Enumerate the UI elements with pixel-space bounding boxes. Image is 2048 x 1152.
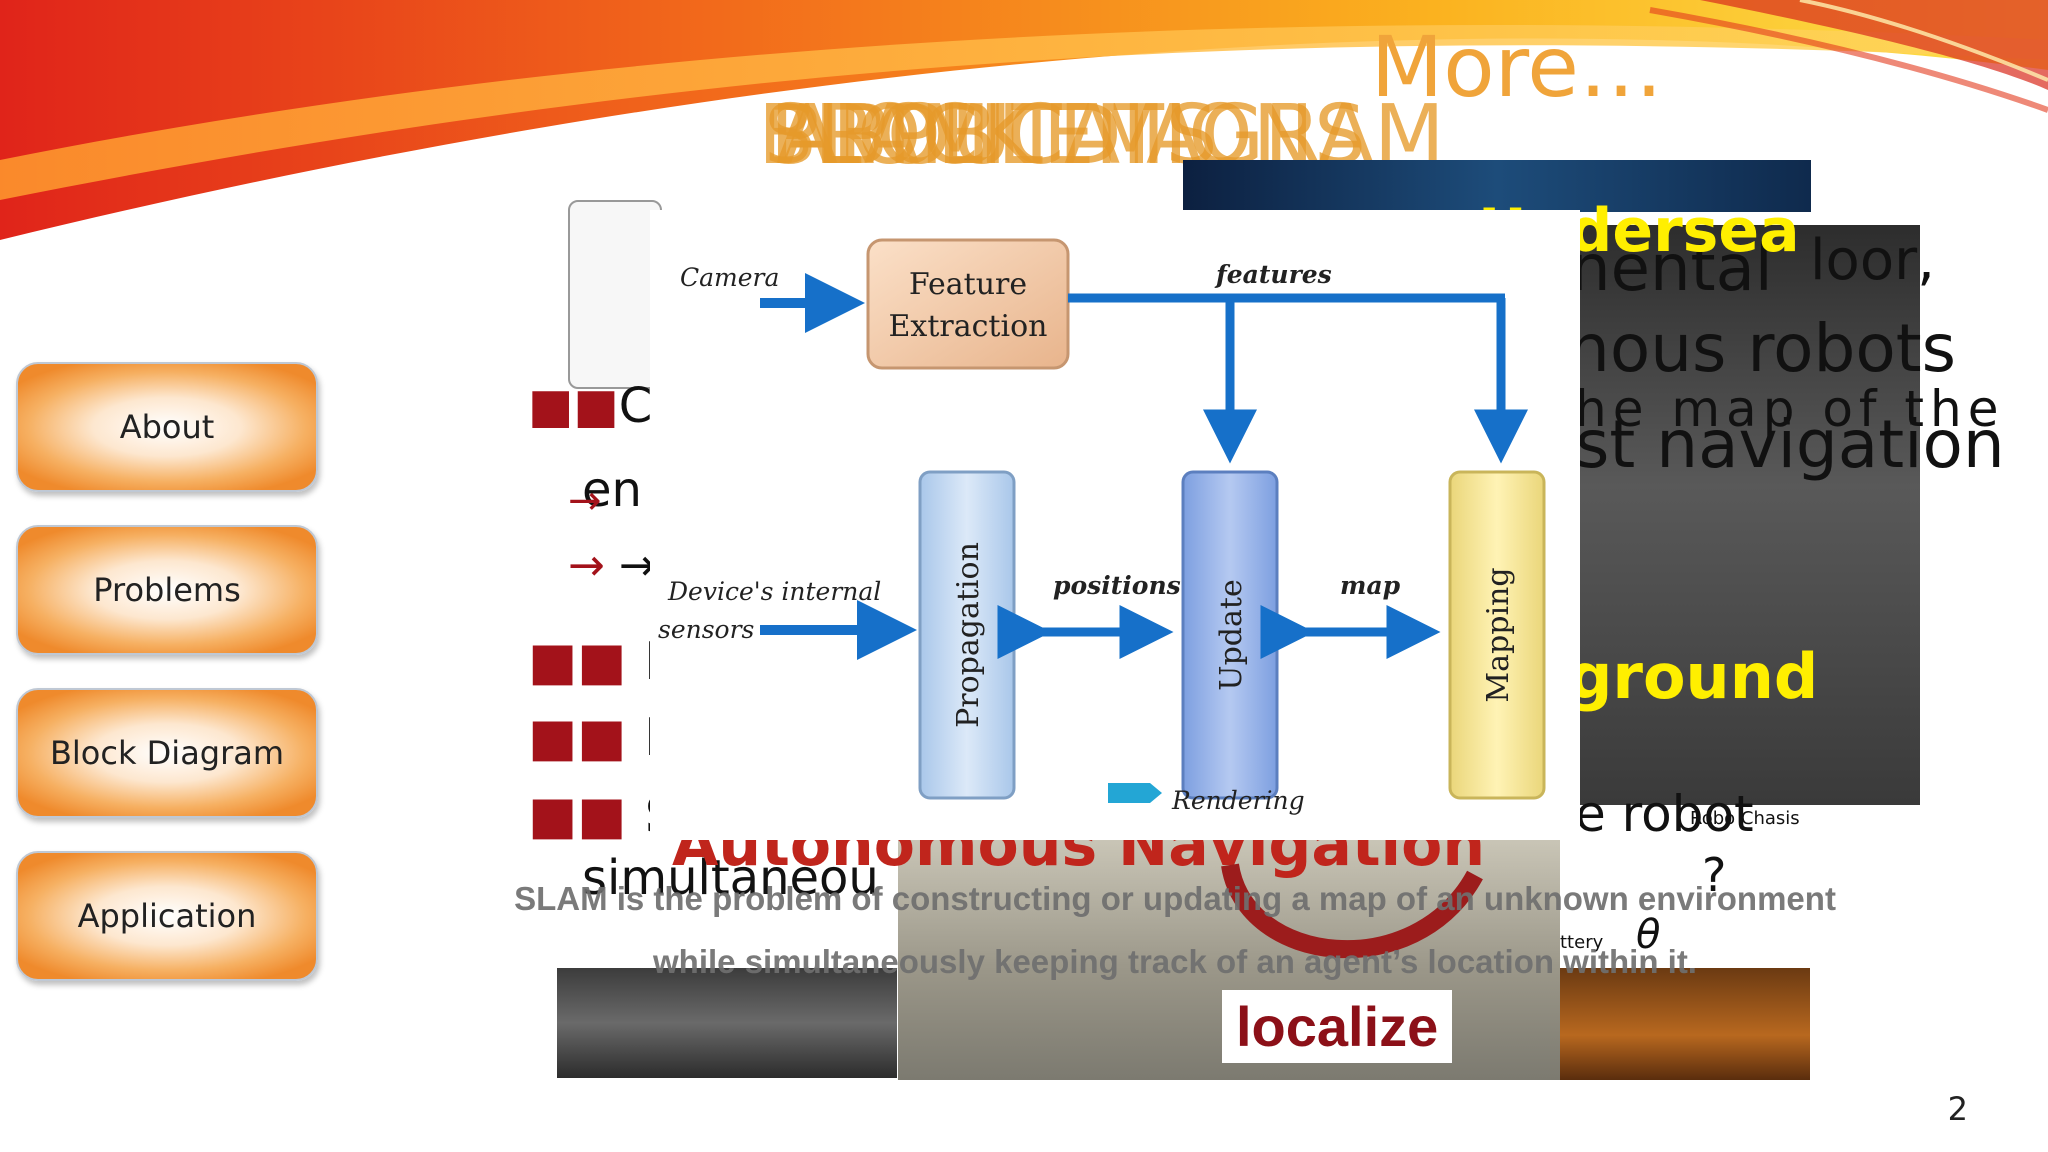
nav-button-problems[interactable]: Problems [16,525,318,655]
slam-block-diagram: Camera Feature Extraction features Propa… [650,210,1580,840]
undersea-ground-image [1560,968,1810,1080]
ghost-text: nental [1570,232,1773,306]
ghost-text: ? [1702,848,1727,902]
slide-title-layer-4: ABOUT [776,88,1062,183]
moon-surface-image [557,968,897,1078]
rendering-arrow [1108,783,1162,803]
ghost-text: e robot [1575,785,1754,843]
update-label: Update [1214,579,1249,690]
ghost-small-text: θ [1636,912,1661,958]
mapping-label: Mapping [1481,567,1516,702]
ghost-small-text: ttery [1560,932,1604,953]
mapping-block [1448,470,1546,800]
more-heading: More… [1370,18,1663,116]
ghost-text: loor, [1810,228,1935,293]
ghost-text: st navigation [1575,406,2005,483]
space-image [1183,160,1811,212]
diagram-canvas: Camera Feature Extraction features Propa… [658,238,1546,815]
robot-photo [1560,225,1920,805]
feature-extraction-label-2: Extraction [889,309,1048,344]
feature-extraction-label-1: Feature [909,267,1027,302]
ghost-text: ground [1568,640,1819,713]
camera-label: Camera [680,263,779,292]
propagation-label: Propagation [951,542,986,728]
page-number: 2 [1947,1090,1968,1128]
slide-title-layer-2: SLAM [764,88,991,183]
map-label: map [1340,571,1401,600]
slam-definition-line-2: while simultaneously keeping track of an… [653,943,1697,980]
positions-label: positions [1053,571,1181,600]
ghost-text: en [582,462,642,518]
ghost-text: nous robots [1568,310,1957,387]
sensors-label-2: sensors [658,615,754,644]
ghost-arrow: → [568,478,602,524]
ghost-text: simultaneou [582,850,879,906]
curved-arrow-icon [1221,863,1483,959]
ghost-text: he map of the [1575,380,2005,438]
slam-definition-line-1: SLAM is the problem of constructing or u… [514,880,1836,917]
sensors-label-1: Device's internal [667,577,881,606]
features-label: features [1214,260,1332,289]
feature-extraction-block [866,238,1070,370]
nav-button-about[interactable]: About [16,362,318,492]
laptop-chart-image [568,200,662,389]
nav-button-application[interactable]: Application [16,851,318,981]
slide-title-layer-3: PROBLEMS [770,88,1218,183]
rendering-label: Rendering [1171,786,1305,815]
localize-label: localize [1222,990,1453,1063]
nav-button-block-diagram[interactable]: Block Diagram [16,688,318,818]
header-swoosh [0,0,2048,240]
ghost-small-text: Robo Chasis [1690,808,1800,829]
